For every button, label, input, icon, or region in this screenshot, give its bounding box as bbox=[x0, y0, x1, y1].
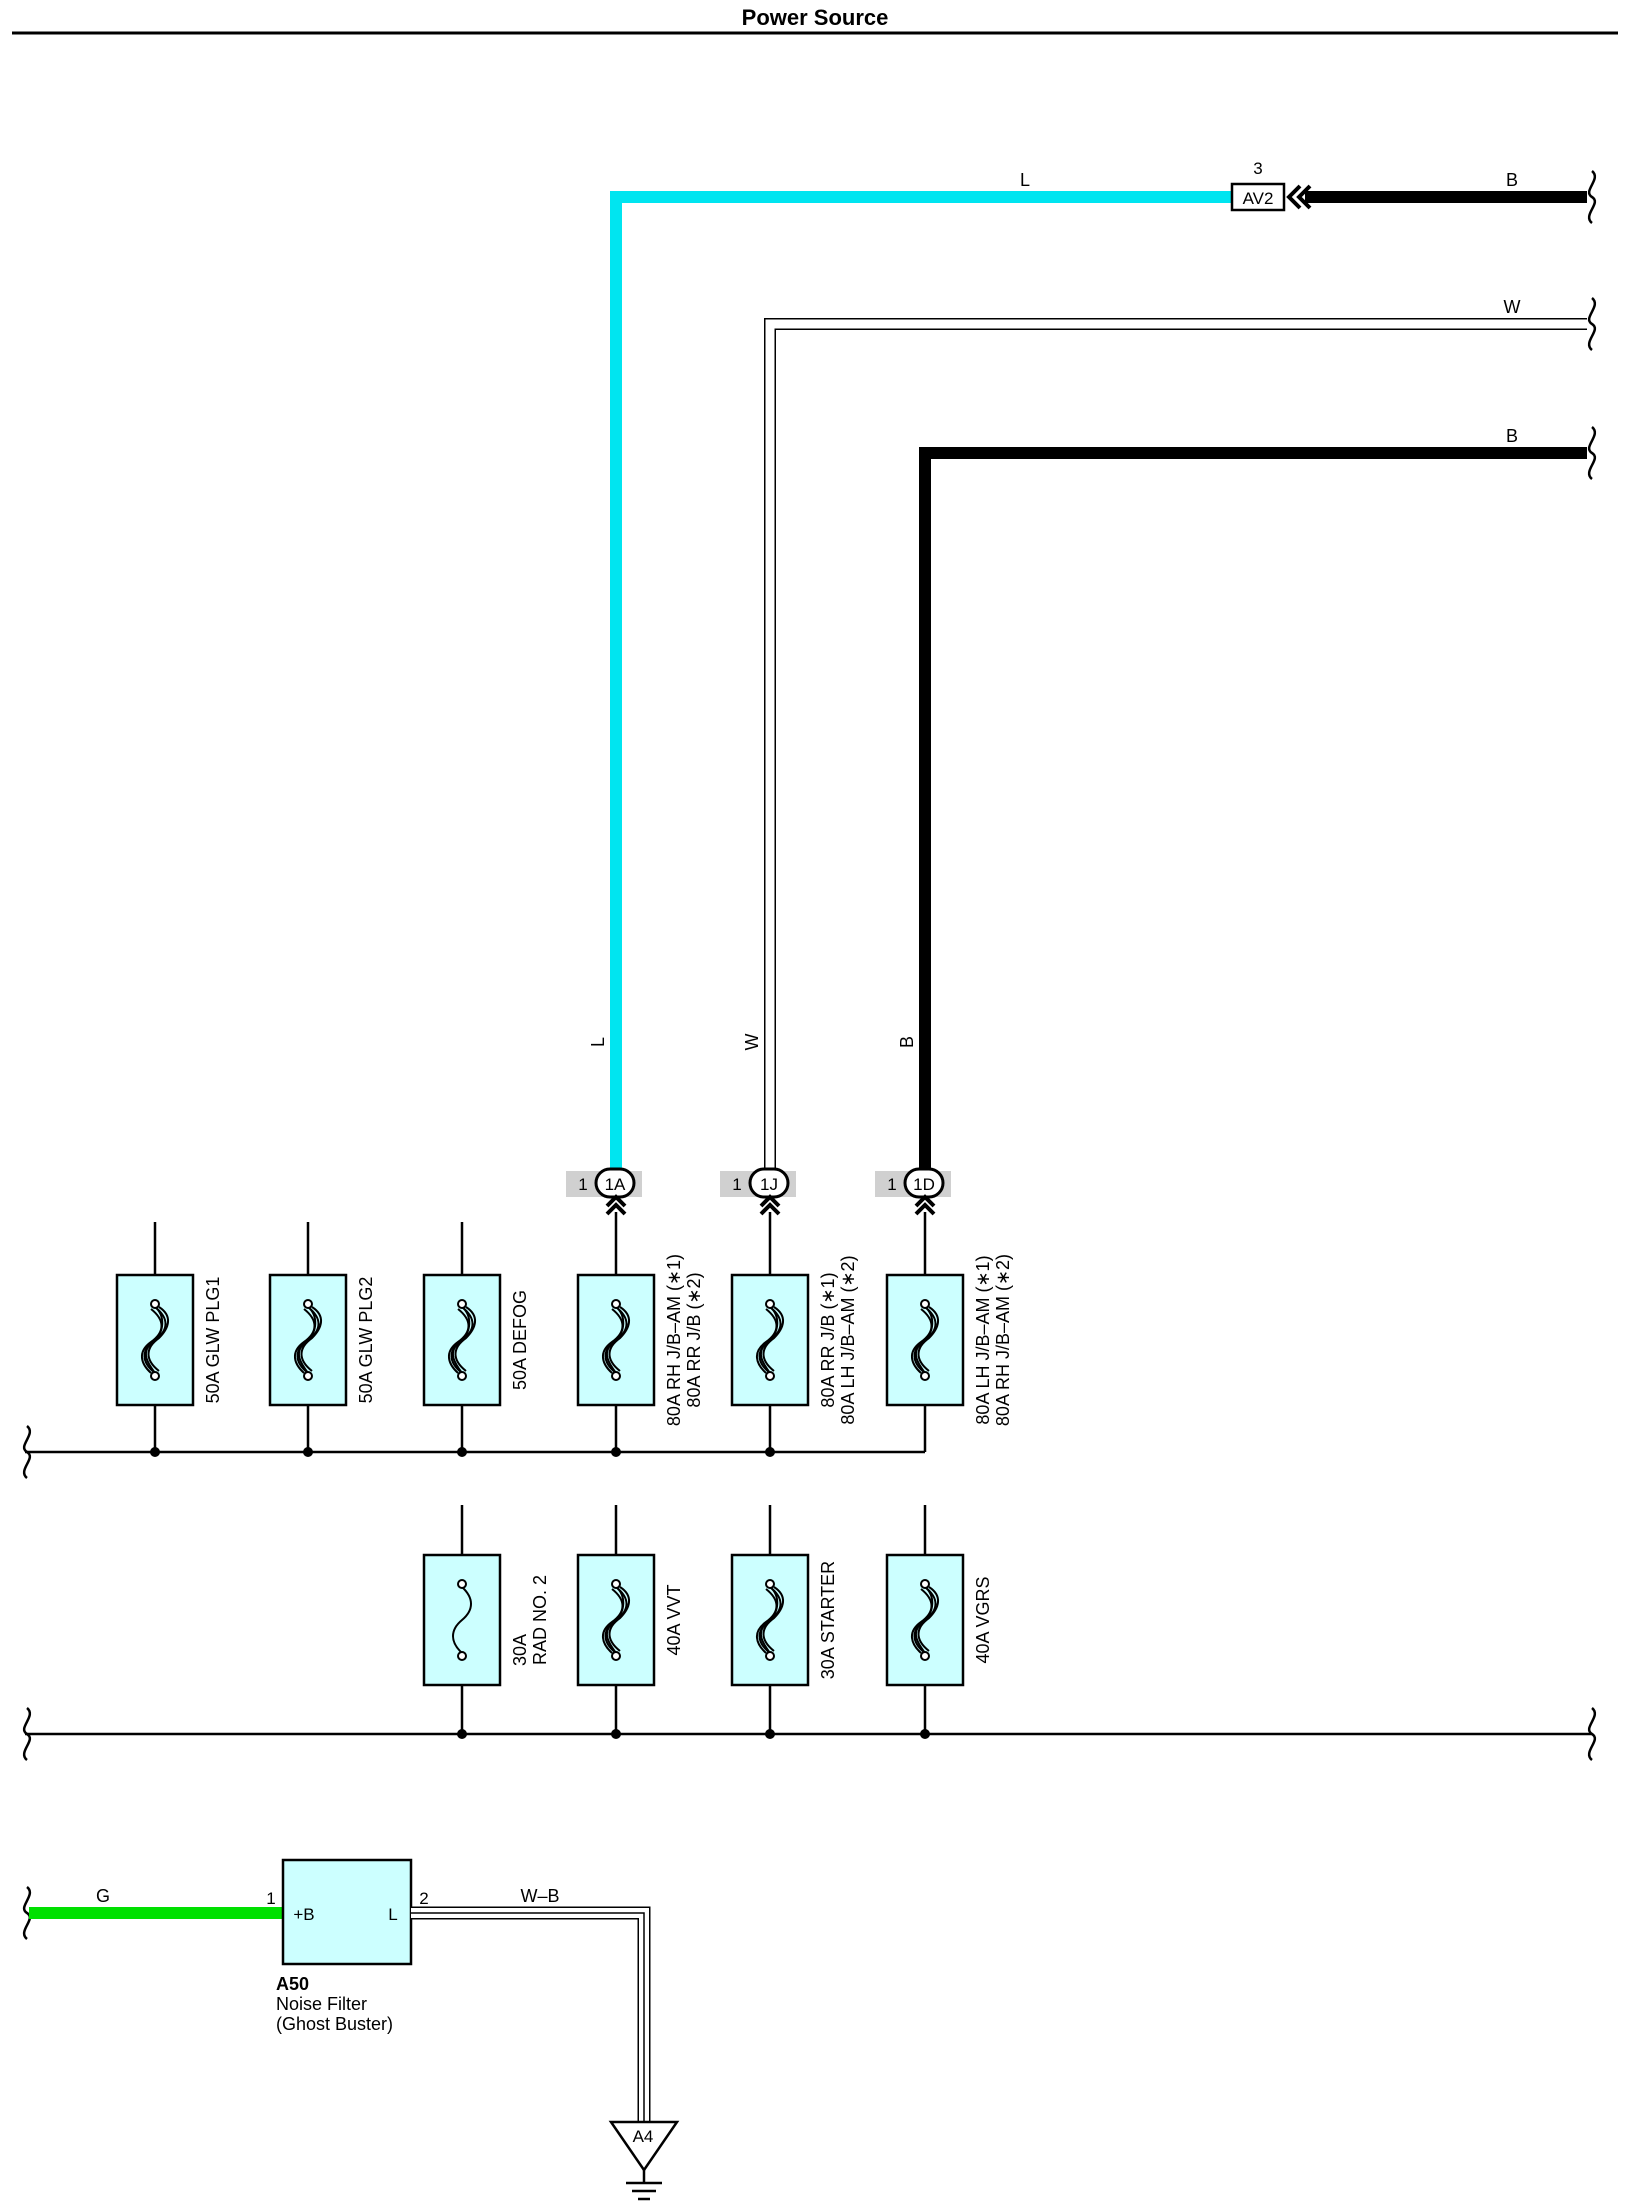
wire-label-vert-w: W bbox=[742, 1034, 762, 1051]
noise-filter-a50 bbox=[281, 1858, 413, 1966]
connector-1j-pin: 1 bbox=[732, 1175, 741, 1194]
ground-a4: A4 bbox=[608, 2120, 680, 2201]
fuse-label-line2: 80A RH J/B–AM (∗2) bbox=[993, 1254, 1013, 1426]
connector-1j-id: 1J bbox=[760, 1175, 778, 1194]
fuse-label-line2: 80A RR J/B (∗2) bbox=[684, 1272, 704, 1407]
wire-label-top-w: W bbox=[1504, 297, 1521, 317]
fuse-lh-jb-am: 80A LH J/B–AM (∗1) 80A RH J/B–AM (∗2) bbox=[885, 1212, 1013, 1452]
av2-pin: 3 bbox=[1253, 159, 1262, 178]
fuse-label: 40A VGRS bbox=[973, 1576, 993, 1663]
av2-connector bbox=[1230, 182, 1286, 212]
wire-label-vert-l: L bbox=[588, 1037, 608, 1047]
fuse-starter: 30A STARTER bbox=[730, 1505, 838, 1739]
fuse-vgrs: 40A VGRS bbox=[885, 1505, 993, 1739]
fuse-label: 50A DEFOG bbox=[510, 1290, 530, 1390]
fuse-label-line1: 30A bbox=[510, 1634, 530, 1666]
fuse-label-line1: 80A LH J/B–AM (∗1) bbox=[973, 1255, 993, 1424]
filter-pin-in-label: +B bbox=[293, 1905, 314, 1924]
filter-id: A50 bbox=[276, 1974, 309, 1994]
wire-label-top-l: L bbox=[1020, 170, 1030, 190]
connector-1d-pin: 1 bbox=[887, 1175, 896, 1194]
fuse-label-line2: 80A LH J/B–AM (∗2) bbox=[838, 1255, 858, 1424]
connector-1a-pin: 1 bbox=[578, 1175, 587, 1194]
filter-pin-in: 1 bbox=[266, 1889, 275, 1908]
av2-chevron-2 bbox=[1296, 184, 1312, 210]
wire-w-b-core bbox=[411, 1912, 645, 2122]
wire-w-b-fill bbox=[411, 1908, 649, 2122]
fuse-label-line2: RAD NO. 2 bbox=[530, 1575, 550, 1665]
fuse-defog: 50A DEFOG bbox=[422, 1222, 530, 1457]
connector-1a-id: 1A bbox=[605, 1175, 626, 1194]
fuse-label: 40A VVT bbox=[664, 1584, 684, 1655]
ground-id: A4 bbox=[633, 2127, 654, 2146]
filter-subtitle: (Ghost Buster) bbox=[276, 2014, 393, 2034]
fuse-rad-no2: 30A RAD NO. 2 bbox=[422, 1505, 550, 1739]
fuse-vvt: 40A VVT bbox=[576, 1505, 684, 1739]
fuse-rr-jb: 80A RR J/B (∗1) 80A LH J/B–AM (∗2) bbox=[730, 1212, 858, 1457]
connector-1d-id: 1D bbox=[913, 1175, 935, 1194]
av2-chevron-1 bbox=[1286, 184, 1302, 210]
fuse-label: 50A GLW PLG2 bbox=[356, 1277, 376, 1404]
fuse-label: 30A STARTER bbox=[818, 1561, 838, 1679]
fuse-rh-jb-am: 80A RH J/B–AM (∗1) 80A RR J/B (∗2) bbox=[576, 1212, 704, 1457]
filter-pin-out: 2 bbox=[419, 1889, 428, 1908]
fuse-label-line1: 80A RR J/B (∗1) bbox=[818, 1272, 838, 1407]
av2-label: AV2 bbox=[1243, 189, 1274, 208]
fuse-glw-plg2: 50A GLW PLG2 bbox=[268, 1222, 376, 1457]
connector-1a: 1 1A bbox=[564, 1167, 644, 1216]
wire-label-filter-out: W–B bbox=[520, 1886, 559, 1906]
wire-w-b bbox=[411, 1906, 651, 2122]
wire-l-light-blue bbox=[610, 191, 1232, 1183]
fuse-glw-plg1: 50A GLW PLG1 bbox=[115, 1222, 223, 1457]
fuse-label-line1: 80A RH J/B–AM (∗1) bbox=[664, 1254, 684, 1426]
filter-name: Noise Filter bbox=[276, 1994, 367, 2014]
wire-b-black bbox=[919, 447, 1587, 1183]
wire-label-top-b1: B bbox=[1506, 170, 1518, 190]
wire-w-white-fill bbox=[765, 319, 1590, 1183]
filter-pin-out-label: L bbox=[388, 1905, 397, 1924]
wire-label-vert-b: B bbox=[897, 1036, 917, 1048]
connector-1d: 1 1D bbox=[873, 1167, 953, 1216]
page-title: Power Source bbox=[742, 5, 889, 30]
wire-label-filter-in: G bbox=[96, 1886, 110, 1906]
wire-label-top-b2: B bbox=[1506, 426, 1518, 446]
fuse-label: 50A GLW PLG1 bbox=[203, 1277, 223, 1404]
connector-1j: 1 1J bbox=[718, 1167, 798, 1216]
